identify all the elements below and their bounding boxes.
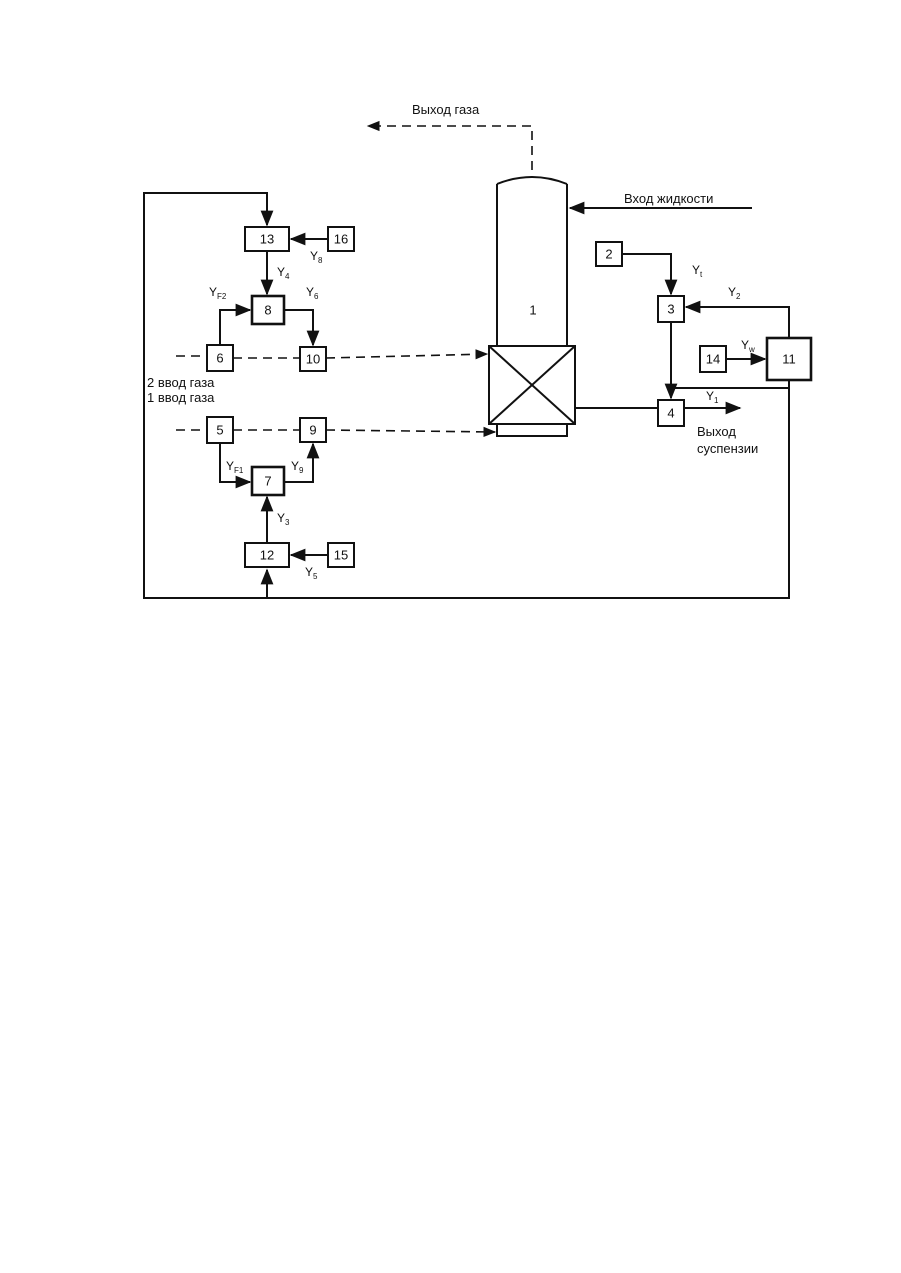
liquid-inlet-label: Вход жидкости: [624, 191, 713, 206]
link-11-3: [686, 307, 789, 338]
gas-inlet-1-label: 1 ввод газа: [147, 390, 215, 405]
block-label-8: 8: [264, 303, 271, 318]
link-8-10: [284, 310, 313, 345]
block-label-14: 14: [706, 352, 720, 367]
block-label-2: 2: [605, 247, 612, 262]
signal-y1: Y1: [706, 389, 719, 405]
block-label-9: 9: [309, 423, 316, 438]
feedback-frame-line: [144, 193, 789, 598]
column-bottom: [497, 424, 567, 436]
signal-yf2: YF2: [209, 285, 227, 301]
gas-inlet-2-line-c: [326, 354, 487, 358]
link-5-7: [220, 443, 250, 482]
link-2-3: [622, 254, 671, 294]
block-label-4: 4: [667, 406, 674, 421]
gas-inlet-1-line-c: [326, 430, 495, 432]
block-label-3: 3: [667, 302, 674, 317]
block-label-16: 16: [334, 232, 348, 247]
block-label-15: 15: [334, 548, 348, 563]
block-label-1: 1: [529, 303, 536, 318]
block-label-12: 12: [260, 548, 274, 563]
signal-yf1: YF1: [226, 459, 244, 475]
block-label-7: 7: [264, 474, 271, 489]
signal-yt: Yt: [692, 263, 703, 279]
signal-y8: Y8: [310, 249, 323, 265]
signal-y9: Y9: [291, 459, 304, 475]
link-6-8: [220, 310, 250, 345]
suspension-outlet-label-1: Выход: [697, 424, 736, 439]
signal-y4: Y4: [277, 265, 290, 281]
signal-y2: Y2: [728, 285, 741, 301]
signal-yw: Yw: [741, 338, 755, 354]
signal-y5: Y5: [305, 565, 318, 581]
suspension-outlet-label-2: суспензии: [697, 441, 758, 456]
gas-outlet-label: Выход газа: [412, 102, 480, 117]
gas-inlet-2-label: 2 ввод газа: [147, 375, 215, 390]
block-label-13: 13: [260, 232, 274, 247]
block-label-6: 6: [216, 351, 223, 366]
column-top-cap: [497, 177, 567, 184]
block-label-10: 10: [306, 352, 320, 367]
signal-y6: Y6: [306, 285, 319, 301]
block-label-11: 11: [782, 352, 796, 367]
gas-outlet-line: [368, 126, 532, 170]
signal-y3: Y3: [277, 511, 290, 527]
block-label-5: 5: [216, 423, 223, 438]
